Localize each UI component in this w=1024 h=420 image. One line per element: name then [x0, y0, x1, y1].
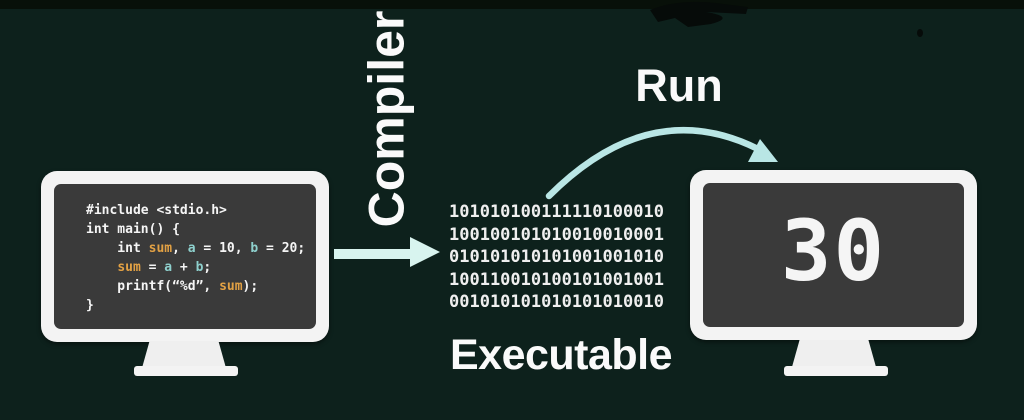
run-label: Run — [635, 60, 723, 111]
source-monitor-base — [134, 366, 238, 376]
source-code: #include <stdio.h> int main() { int sum, … — [86, 201, 312, 315]
program-output: 30 — [780, 202, 887, 301]
output-monitor: 30 — [690, 170, 977, 340]
code-line: printf(“%d”, sum); — [86, 279, 259, 294]
source-monitor-screen: #include <stdio.h> int main() { int sum, … — [54, 184, 316, 329]
code-line: #include <stdio.h> — [86, 203, 227, 218]
compiler-label-wrap: Compiler — [336, 8, 436, 230]
output-monitor-screen: 30 — [703, 183, 964, 327]
executable-label: Executable — [449, 331, 673, 379]
binary-line: 100100101010010010001 — [449, 224, 664, 245]
source-monitor: #include <stdio.h> int main() { int sum, … — [41, 171, 329, 342]
compile-arrow-icon — [334, 237, 440, 267]
code-line: int main() { — [86, 222, 180, 237]
binary-line: 010101010101001001010 — [449, 247, 664, 267]
code-line: sum = a + b; — [117, 260, 212, 275]
code-line: int sum, a = 10, b = 20; — [86, 241, 306, 256]
binary-line: 001010101010101010010 — [449, 292, 664, 312]
compiler-label: Compiler — [358, 10, 415, 228]
ink-dot-icon — [917, 29, 923, 37]
output-monitor-stand — [792, 340, 876, 367]
binary-line: 101010100111110100010 — [449, 202, 664, 222]
output-monitor-base — [784, 366, 888, 376]
run-arrow-icon — [545, 127, 778, 200]
scribble-icon — [650, 1, 748, 27]
source-monitor-stand — [142, 341, 226, 368]
code-line: } — [86, 298, 94, 313]
top-dark-bar — [0, 0, 1024, 9]
binary-line: 100110010100101001001 — [449, 269, 664, 290]
